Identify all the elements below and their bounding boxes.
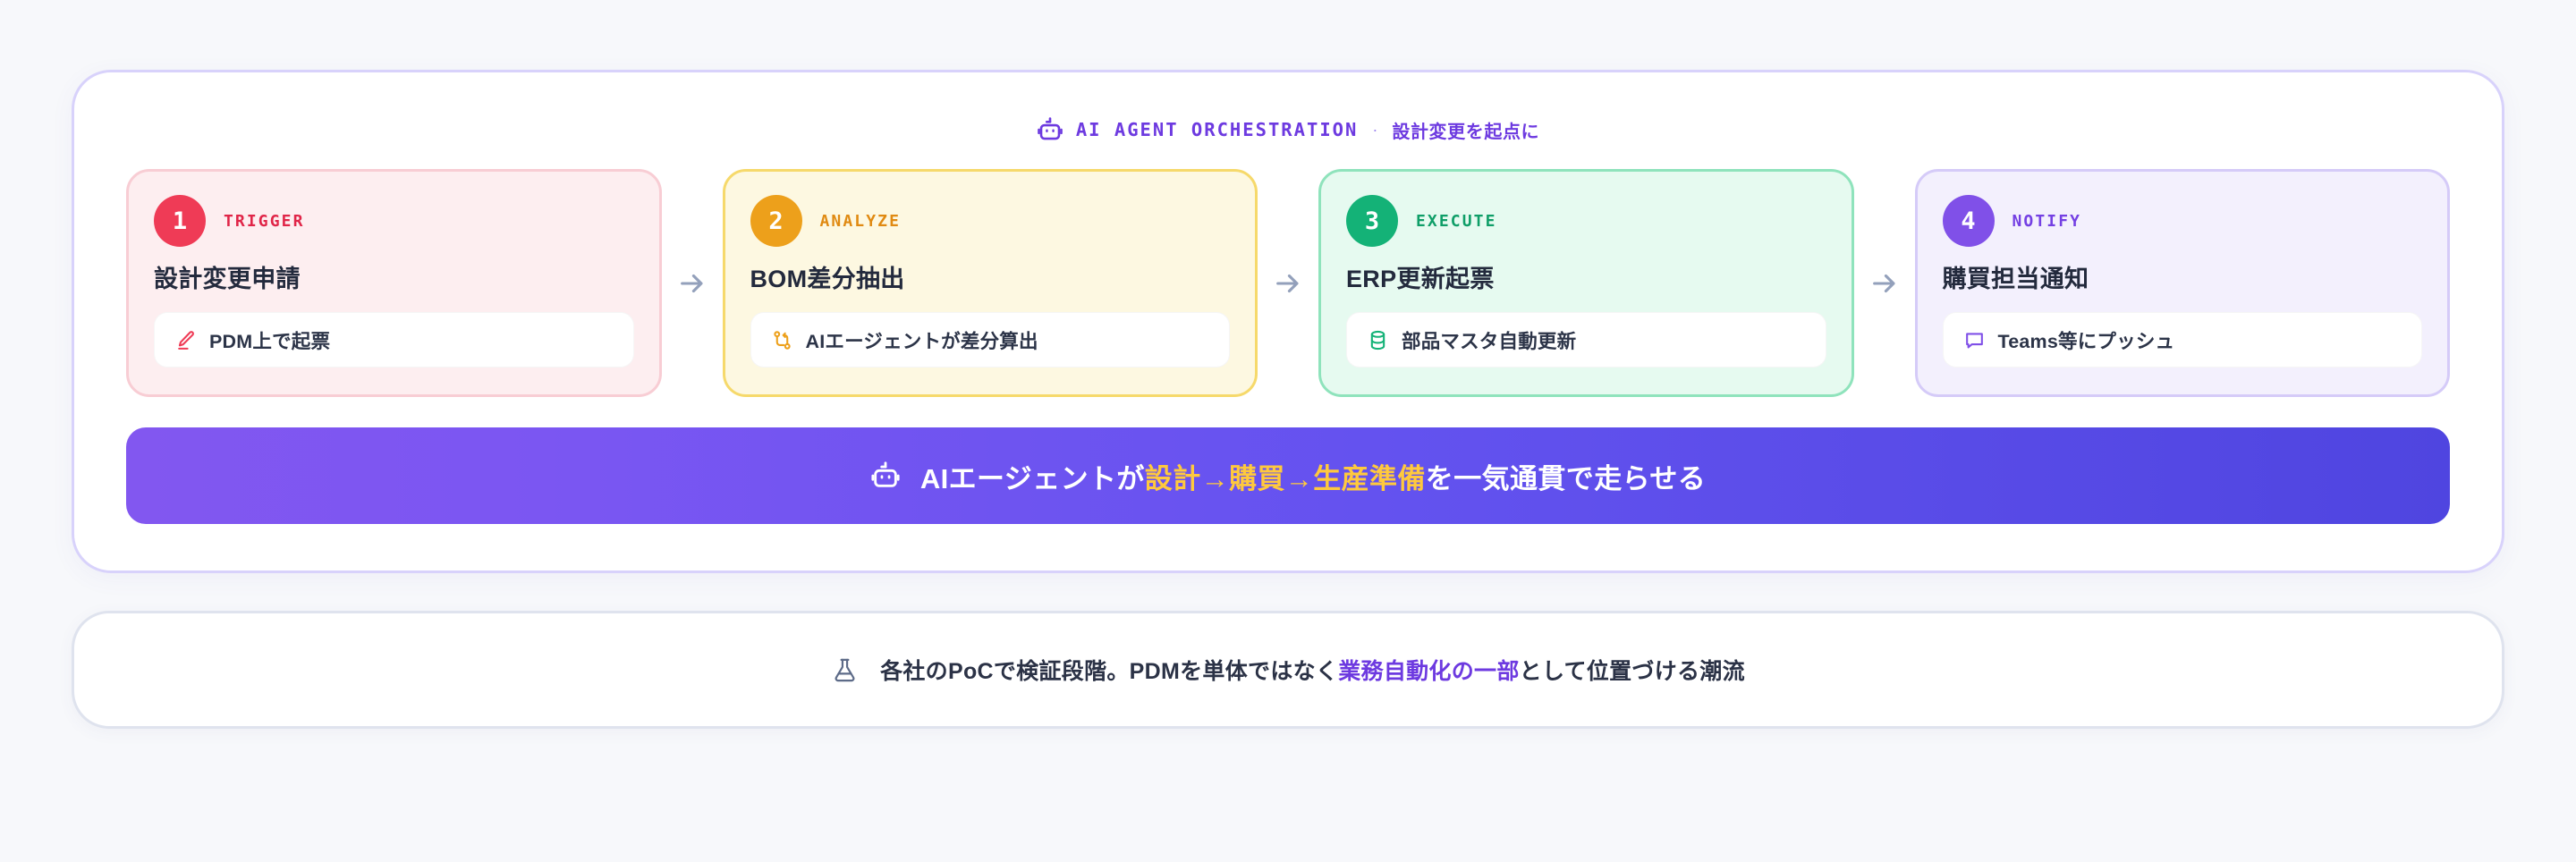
footnote-text: 各社のPoCで検証段階。PDMを単体ではなく業務自動化の一部として位置づける潮流 xyxy=(880,654,1745,686)
step-kicker: TRIGGER xyxy=(224,211,305,231)
git-branch-icon xyxy=(771,329,793,351)
step-head: 4 NOTIFY xyxy=(1942,195,2423,247)
step-kicker: ANALYZE xyxy=(819,211,902,231)
database-icon xyxy=(1367,329,1389,351)
robot-icon xyxy=(1037,116,1063,143)
step-number-badge: 1 xyxy=(154,195,206,247)
pencil-icon xyxy=(174,329,197,351)
step-chip[interactable]: AIエージェントが差分算出 xyxy=(750,312,1230,368)
step-title: 設計変更申請 xyxy=(154,266,301,292)
summary-banner: AIエージェントが設計→購買→生産準備を一気通貫で走らせる xyxy=(126,427,2450,524)
flask-icon xyxy=(831,656,859,684)
step-number-badge: 3 xyxy=(1346,195,1398,247)
step-chip[interactable]: 部品マスタ自動更新 xyxy=(1346,312,1826,368)
banner-highlight: 設計→購買→生産準備 xyxy=(1144,462,1426,494)
step-card-notify[interactable]: 4 NOTIFY 購買担当通知 Teams等にプッシュ xyxy=(1914,169,2450,397)
arrow-right-icon xyxy=(662,169,723,397)
panel-eyebrow-subtitle: 設計変更を起点に xyxy=(1392,122,1540,142)
step-title: 購買担当通知 xyxy=(1942,266,2089,292)
footnote-card: 各社のPoCで検証段階。PDMを単体ではなく業務自動化の一部として位置づける潮流 xyxy=(72,611,2504,729)
step-chip-label: Teams等にプッシュ xyxy=(1997,330,2175,352)
step-chip[interactable]: Teams等にプッシュ xyxy=(1942,312,2422,368)
summary-banner-text: AIエージェントが設計→購買→生産準備を一気通貫で走らせる xyxy=(920,456,1706,496)
step-card-trigger[interactable]: 1 TRIGGER 設計変更申請 PDM上で起票 xyxy=(126,169,662,397)
message-icon xyxy=(1963,329,1986,351)
step-card-analyze[interactable]: 2 ANALYZE BOM差分抽出 AIエージェントが差分算出 xyxy=(722,169,1258,397)
step-kicker: EXECUTE xyxy=(1416,211,1497,231)
step-chip-label: PDM上で起票 xyxy=(209,330,331,352)
step-title: ERP更新起票 xyxy=(1346,266,1495,292)
step-head: 2 ANALYZE xyxy=(750,195,1231,247)
footnote-highlight: 業務自動化の一部 xyxy=(1338,659,1520,684)
step-chip-label: 部品マスタ自動更新 xyxy=(1402,330,1577,352)
panel-eyebrow-separator: · xyxy=(1372,120,1378,139)
arrow-right-icon xyxy=(1258,169,1318,397)
step-number-badge: 4 xyxy=(1942,195,1995,247)
footnote-suffix: として位置づける潮流 xyxy=(1519,659,1745,684)
banner-prefix: AIエージェントが xyxy=(919,462,1145,494)
orchestration-panel: AI AGENT ORCHESTRATION · 設計変更を起点に 1 TRIG… xyxy=(72,70,2504,573)
panel-eyebrow-title: AI AGENT ORCHESTRATION xyxy=(1075,119,1359,140)
robot-icon xyxy=(870,461,901,491)
step-head: 1 TRIGGER xyxy=(154,195,634,247)
step-kicker: NOTIFY xyxy=(2012,211,2082,231)
steps-row: 1 TRIGGER 設計変更申請 PDM上で起票 xyxy=(126,169,2450,397)
step-head: 3 EXECUTE xyxy=(1346,195,1826,247)
step-title: BOM差分抽出 xyxy=(750,266,905,292)
banner-suffix: を一気通貫で走らせる xyxy=(1425,462,1707,494)
panel-eyebrow: AI AGENT ORCHESTRATION · 設計変更を起点に xyxy=(126,112,2450,148)
step-number-badge: 2 xyxy=(750,195,802,247)
footnote-prefix: 各社のPoCで検証段階。PDMを単体ではなく xyxy=(880,659,1339,684)
step-chip-label: AIエージェントが差分算出 xyxy=(805,330,1038,352)
step-card-execute[interactable]: 3 EXECUTE ERP更新起票 部品マスタ自動更新 xyxy=(1318,169,1854,397)
arrow-right-icon xyxy=(1854,169,1915,397)
step-chip[interactable]: PDM上で起票 xyxy=(154,312,634,368)
